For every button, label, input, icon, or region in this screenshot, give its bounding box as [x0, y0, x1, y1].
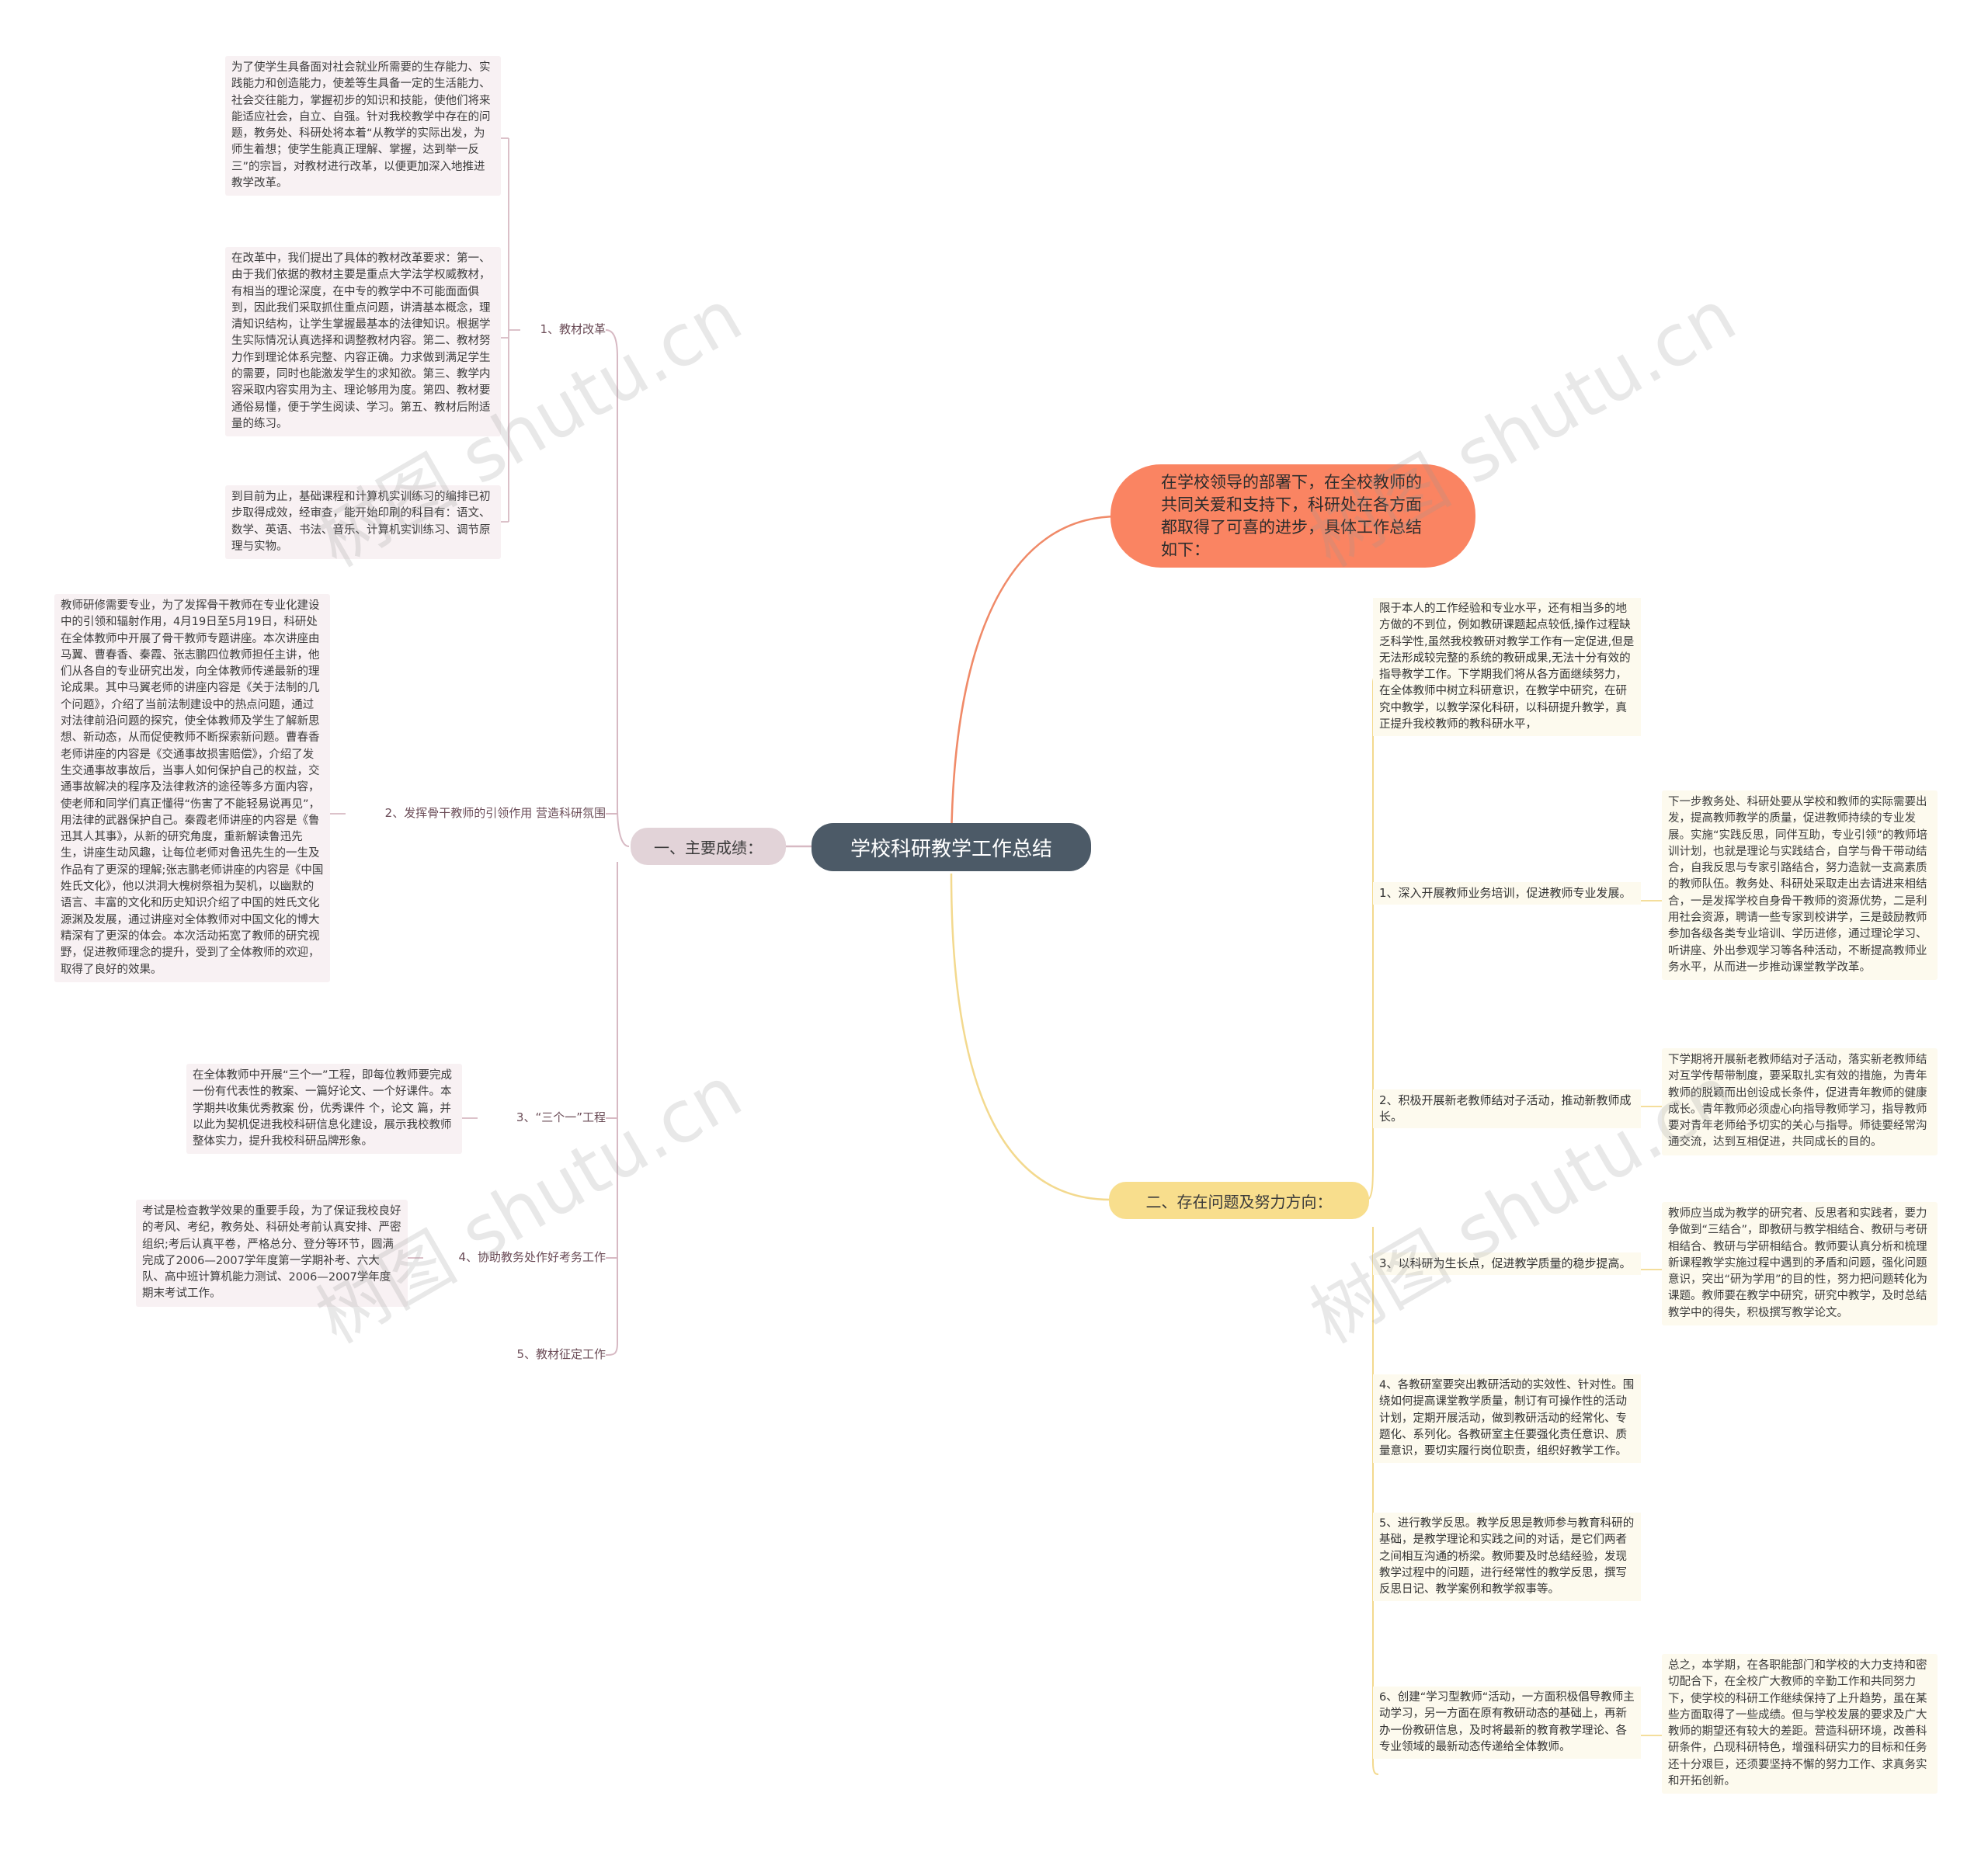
left-item-4-label[interactable]: 4、协助教务处作好考务工作 — [458, 1250, 606, 1264]
branch-main-achievements[interactable]: 一、主要成绩： — [631, 828, 786, 865]
left-item-3-label[interactable]: 3、“三个一”工程 — [516, 1110, 606, 1124]
left-item-2-detail-1: 教师研修需要专业，为了发挥骨干教师在专业化建设中的引领和辐射作用，4月19日至5… — [54, 594, 330, 982]
link-left-trunk — [605, 329, 630, 1356]
intro-node[interactable]: 在学校领导的部署下，在全校教师的共同关爱和支持下，科研处在各方面都取得了可喜的进… — [1110, 464, 1475, 568]
left-item-1-detail-2: 在改革中，我们提出了具体的教材改革要求：第一、由于我们依据的教材主要是重点大学法… — [225, 247, 501, 437]
right-item-3-label[interactable]: 3、以科研为生长点，促进教学质量的稳步提高。 — [1373, 1252, 1641, 1275]
right-item-6-label[interactable]: 6、创建“学习型教师“活动，一方面积极倡导教师主动学习，另一方面在原有教研动态的… — [1373, 1687, 1641, 1760]
right-item-6-detail: 总之，本学期，在各职能部门和学校的大力支持和密切配合下，在全校广大教师的辛勤工作… — [1662, 1654, 1938, 1794]
branch-right-label: 二、存在问题及努力方向： — [1145, 1192, 1333, 1211]
left-item-3-detail-1: 在全体教师中开展“三个一”工程，即每位教师要完成一份有代表性的教案、一篇好论文、… — [186, 1064, 462, 1155]
branch-left-label: 一、主要成绩： — [654, 838, 763, 857]
left-item-1-label[interactable]: 1、教材改革 — [540, 322, 606, 336]
right-item-3-detail: 教师应当成为教学的研究者、反思者和实践者，要力争做到“三结合”，即教研与教学相结… — [1662, 1202, 1938, 1326]
right-preface: 限于本人的工作经验和专业水平，还有相当多的地方做的不到位，例如教研课题起点较低,… — [1373, 598, 1641, 737]
right-item-4-label[interactable]: 4、各教研室要突出教研活动的实效性、针对性。围绕如何提高课堂教学质量，制订有可操… — [1373, 1374, 1641, 1464]
link-root-right — [950, 873, 1111, 1201]
right-item-2-detail: 下学期将开展新老教师结对子活动，落实新老教师结对互学传帮带制度，要采取扎实有效的… — [1662, 1048, 1938, 1155]
link-item1-details — [501, 137, 520, 523]
root-title: 学校科研教学工作总结 — [850, 837, 1052, 861]
intro-text: 在学校领导的部署下，在全校教师的共同关爱和支持下，科研处在各方面都取得了可喜的进… — [1161, 472, 1422, 559]
right-item-5-label[interactable]: 5、进行教学反思。教学反思是教师参与教育科研的基础，是教学理论和实践之间的对话，… — [1373, 1513, 1641, 1602]
link-root-intro — [950, 515, 1119, 855]
left-item-4-detail-1: 考试是检查教学效果的重要手段，为了保证我校良好的考风、考纪，教务处、科研处考前认… — [136, 1200, 408, 1307]
branch-problems-directions[interactable]: 二、存在问题及努力方向： — [1109, 1182, 1369, 1219]
left-item-1-detail-3: 到目前为止，基础课程和计算机实训练习的编排已初步取得成效，经审查，能开始印刷的科… — [225, 485, 501, 560]
left-item-1-detail-1: 为了使学生具备面对社会就业所需要的生存能力、实践能力和创造能力，使差等生具备一定… — [225, 56, 501, 196]
left-item-2-label[interactable]: 2、发挥骨干教师的引领作用 营造科研氛围 — [384, 806, 606, 820]
right-item-1-detail: 下一步教务处、科研处要从学校和教师的实际需要出发，提高教师教学的质量，促进教师持… — [1662, 790, 1938, 981]
left-item-5-label[interactable]: 5、教材征定工作 — [516, 1347, 606, 1361]
right-item-1-label[interactable]: 1、深入开展教师业务培训，促进教师专业发展。 — [1373, 882, 1641, 905]
link-right-trunk — [1366, 675, 1379, 1775]
right-item-2-label[interactable]: 2、积极开展新老教师结对子活动，推动新教师成长。 — [1373, 1089, 1641, 1128]
root-node[interactable]: 学校科研教学工作总结 — [812, 823, 1091, 871]
